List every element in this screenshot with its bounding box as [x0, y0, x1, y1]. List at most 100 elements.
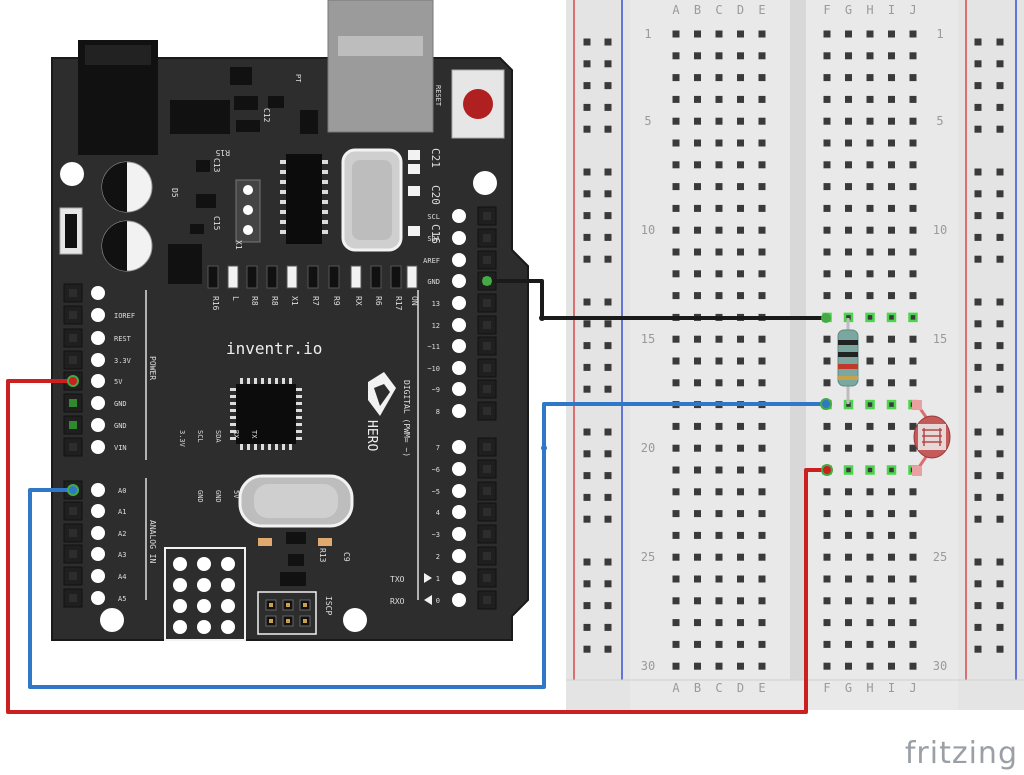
breadboard-hole[interactable] — [715, 379, 723, 387]
breadboard-hole[interactable] — [737, 204, 744, 212]
breadboard-hole[interactable] — [672, 161, 680, 169]
breadboard-hole[interactable] — [737, 575, 744, 583]
breadboard-hole[interactable] — [715, 139, 723, 147]
breadboard-hole[interactable] — [715, 292, 723, 300]
breadboard-hole[interactable] — [845, 139, 852, 147]
breadboard-hole[interactable] — [672, 597, 680, 605]
breadboard-hole[interactable] — [737, 619, 744, 627]
breadboard-hole[interactable] — [866, 575, 874, 583]
breadboard-hole[interactable] — [694, 204, 701, 212]
breadboard-hole[interactable] — [823, 597, 831, 605]
breadboard-hole[interactable] — [672, 553, 680, 561]
breadboard-hole[interactable] — [823, 74, 831, 82]
rail-hole[interactable] — [583, 255, 591, 263]
breadboard-hole[interactable] — [672, 510, 680, 518]
breadboard-hole[interactable] — [758, 357, 766, 365]
breadboard-hole[interactable] — [909, 422, 917, 430]
breadboard-hole[interactable] — [758, 52, 766, 60]
breadboard-hole[interactable] — [845, 117, 852, 125]
rail-hole[interactable] — [583, 623, 591, 631]
rail-hole[interactable] — [583, 645, 591, 653]
breadboard-hole[interactable] — [909, 161, 917, 169]
rail-hole[interactable] — [974, 602, 982, 610]
rail-hole[interactable] — [996, 82, 1004, 90]
breadboard-hole[interactable] — [845, 444, 852, 452]
breadboard-hole[interactable] — [888, 575, 895, 583]
breadboard-hole[interactable] — [823, 488, 831, 496]
rail-hole[interactable] — [604, 385, 612, 393]
rail-hole[interactable] — [604, 168, 612, 176]
breadboard-hole[interactable] — [672, 444, 680, 452]
rail-hole[interactable] — [996, 602, 1004, 610]
breadboard-hole[interactable] — [909, 292, 917, 300]
rail-hole[interactable] — [974, 168, 982, 176]
breadboard-hole[interactable] — [715, 270, 723, 278]
breadboard-hole[interactable] — [866, 183, 874, 191]
rail-hole[interactable] — [974, 580, 982, 588]
rail-hole[interactable] — [974, 428, 982, 436]
breadboard-hole[interactable] — [866, 117, 874, 125]
breadboard-hole[interactable] — [694, 640, 701, 648]
breadboard-hole[interactable] — [715, 531, 723, 539]
breadboard-hole[interactable] — [866, 30, 874, 38]
rail-hole[interactable] — [996, 298, 1004, 306]
breadboard-hole[interactable] — [672, 357, 680, 365]
breadboard-hole[interactable] — [758, 248, 766, 256]
breadboard-hole[interactable] — [866, 422, 874, 430]
breadboard-hole[interactable] — [888, 640, 895, 648]
rail-hole[interactable] — [974, 623, 982, 631]
breadboard-hole[interactable] — [758, 335, 766, 343]
breadboard-hole[interactable] — [845, 74, 852, 82]
rail-hole[interactable] — [996, 60, 1004, 68]
breadboard-hole[interactable] — [737, 466, 744, 474]
rail-hole[interactable] — [974, 320, 982, 328]
wire-gnd[interactable] — [487, 279, 826, 320]
breadboard-hole[interactable] — [888, 270, 895, 278]
breadboard-hole[interactable] — [888, 226, 895, 234]
breadboard-hole[interactable] — [866, 52, 874, 60]
rail-hole[interactable] — [604, 125, 612, 133]
breadboard-hole[interactable] — [866, 248, 874, 256]
breadboard-hole[interactable] — [823, 139, 831, 147]
rail-hole[interactable] — [974, 298, 982, 306]
rail-hole[interactable] — [583, 168, 591, 176]
breadboard-hole[interactable] — [737, 226, 744, 234]
rail-hole[interactable] — [974, 212, 982, 220]
breadboard-hole[interactable] — [715, 204, 723, 212]
breadboard-hole[interactable] — [758, 117, 766, 125]
breadboard-hole[interactable] — [888, 357, 895, 365]
breadboard-hole[interactable] — [866, 161, 874, 169]
rail-hole[interactable] — [604, 515, 612, 523]
wire-a0[interactable] — [28, 402, 826, 689]
rail-hole[interactable] — [604, 190, 612, 198]
breadboard-hole[interactable] — [758, 466, 766, 474]
breadboard-hole[interactable] — [823, 640, 831, 648]
breadboard-hole[interactable] — [672, 466, 680, 474]
breadboard-hole[interactable] — [823, 248, 831, 256]
breadboard-hole[interactable] — [845, 510, 852, 518]
breadboard-hole[interactable] — [758, 488, 766, 496]
breadboard-hole[interactable] — [694, 466, 701, 474]
rail-hole[interactable] — [604, 342, 612, 350]
rail-hole[interactable] — [583, 450, 591, 458]
rail-hole[interactable] — [583, 428, 591, 436]
breadboard-hole[interactable] — [843, 465, 854, 475]
breadboard-hole[interactable] — [845, 575, 852, 583]
rail-hole[interactable] — [996, 558, 1004, 566]
breadboard-hole[interactable] — [845, 248, 852, 256]
breadboard-hole[interactable] — [672, 640, 680, 648]
breadboard-hole[interactable] — [672, 270, 680, 278]
rail-hole[interactable] — [583, 558, 591, 566]
rail-hole[interactable] — [996, 168, 1004, 176]
breadboard-hole[interactable] — [715, 95, 723, 103]
breadboard-hole[interactable] — [694, 161, 701, 169]
breadboard-hole[interactable] — [672, 95, 680, 103]
breadboard-hole[interactable] — [715, 662, 723, 670]
breadboard-hole[interactable] — [823, 444, 831, 452]
breadboard-hole[interactable] — [866, 662, 874, 670]
breadboard-hole[interactable] — [866, 226, 874, 234]
breadboard-hole[interactable] — [823, 226, 831, 234]
breadboard-hole[interactable] — [715, 597, 723, 605]
breadboard-hole[interactable] — [758, 553, 766, 561]
breadboard-hole[interactable] — [909, 575, 917, 583]
